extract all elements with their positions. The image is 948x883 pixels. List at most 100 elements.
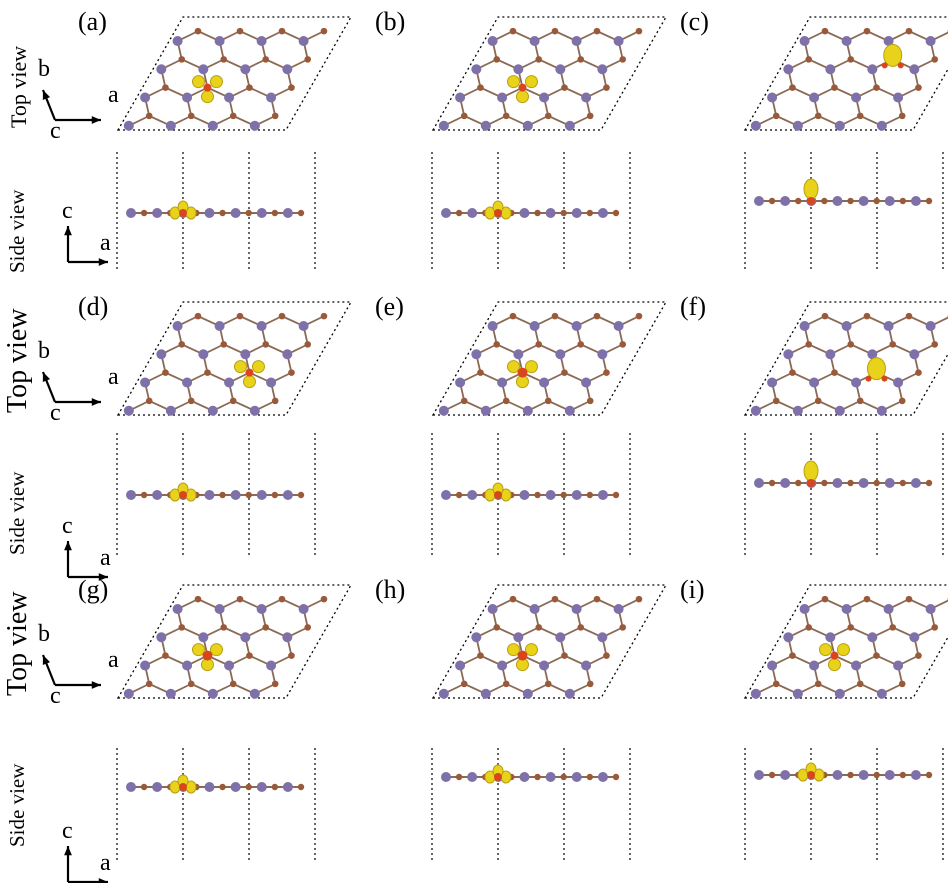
large-atom: [597, 349, 608, 360]
charge-density-lobe: [506, 75, 520, 89]
large-atom: [522, 120, 533, 131]
small-atom: [219, 209, 226, 217]
large-atom: [613, 604, 624, 615]
small-atom: [262, 341, 270, 348]
small-atom: [140, 491, 148, 499]
large-atom: [467, 208, 478, 218]
small-atom: [821, 197, 828, 205]
large-atom: [487, 36, 498, 47]
large-atom: [597, 632, 608, 643]
unit-cell-outline: [431, 16, 668, 131]
large-atom: [249, 688, 260, 699]
small-atom: [220, 624, 228, 631]
charge-density-lobe: [251, 360, 265, 374]
large-atom: [613, 36, 624, 47]
small-atom: [772, 112, 780, 120]
small-atom: [603, 652, 610, 659]
large-atom: [480, 688, 491, 699]
small-atom: [271, 397, 279, 405]
large-atom: [893, 660, 904, 671]
large-atom: [825, 632, 836, 643]
side-view-label: Side view: [5, 763, 29, 847]
small-atom: [288, 369, 295, 376]
large-atom: [467, 490, 478, 500]
small-atom: [502, 397, 510, 405]
charge-density-lobe: [242, 375, 256, 389]
axis-label-c: c: [62, 513, 73, 539]
small-atom: [278, 312, 286, 320]
defect-marker: [245, 368, 254, 377]
side-view-panel: [744, 748, 944, 862]
large-atom: [809, 92, 820, 103]
small-atom: [561, 84, 568, 91]
small-atom: [245, 783, 252, 791]
large-atom: [441, 490, 451, 500]
large-atom: [165, 688, 176, 699]
large-atom: [571, 208, 582, 218]
small-atom: [145, 680, 153, 688]
large-atom: [214, 321, 225, 332]
side-view-panel: [744, 433, 944, 555]
small-atom: [544, 397, 552, 405]
large-atom: [266, 660, 277, 671]
large-atom: [471, 349, 482, 360]
large-atom: [172, 604, 183, 615]
large-atom: [256, 490, 267, 500]
large-atom: [571, 604, 582, 615]
small-atom: [789, 369, 796, 376]
large-atom: [230, 490, 241, 500]
small-atom: [586, 680, 594, 688]
unit-cell-outline: [743, 16, 948, 131]
large-atom: [581, 92, 592, 103]
large-atom: [792, 688, 803, 699]
defect-marker: [807, 479, 815, 487]
defect-marker: [179, 209, 187, 217]
small-atom: [586, 397, 594, 405]
large-atom: [834, 120, 845, 131]
small-atom: [460, 112, 468, 120]
large-atom: [555, 349, 566, 360]
large-atom: [487, 604, 498, 615]
charge-density-lobe: [836, 643, 850, 657]
large-atom: [152, 782, 163, 792]
small-atom: [162, 84, 169, 91]
large-atom: [883, 604, 894, 615]
large-atom: [883, 36, 894, 47]
large-atom: [539, 377, 550, 388]
small-atom: [297, 209, 305, 217]
large-atom: [799, 604, 810, 615]
axis-label-a: a: [100, 230, 111, 256]
charge-density-lobe: [866, 357, 886, 381]
large-atom: [571, 321, 582, 332]
charge-density-lobe: [506, 643, 520, 657]
large-atom: [539, 660, 550, 671]
small-atom: [178, 56, 186, 63]
unit-cell-outline: [743, 584, 948, 699]
small-atom: [278, 595, 286, 603]
top-view-panel: [431, 584, 668, 699]
top-view-panel: [743, 301, 948, 416]
top-view-panel: [116, 301, 353, 416]
large-atom: [884, 196, 895, 206]
small-atom: [577, 56, 585, 63]
small-atom: [271, 783, 279, 791]
large-atom: [555, 64, 566, 75]
large-atom: [909, 632, 920, 643]
arrow-head: [98, 878, 108, 883]
large-atom: [156, 349, 167, 360]
small-atom: [236, 27, 244, 35]
small-atom: [789, 84, 796, 91]
large-atom: [256, 321, 267, 332]
small-atom: [509, 27, 517, 35]
large-atom: [207, 120, 218, 131]
large-atom: [767, 377, 778, 388]
small-atom: [229, 680, 237, 688]
small-atom: [551, 595, 559, 603]
small-atom: [534, 773, 541, 781]
small-atom: [847, 624, 855, 631]
axis-label-a: a: [108, 364, 119, 390]
large-atom: [750, 120, 761, 131]
side-view-panel: [116, 152, 316, 272]
arrow-head: [42, 90, 51, 100]
large-atom: [571, 490, 582, 500]
